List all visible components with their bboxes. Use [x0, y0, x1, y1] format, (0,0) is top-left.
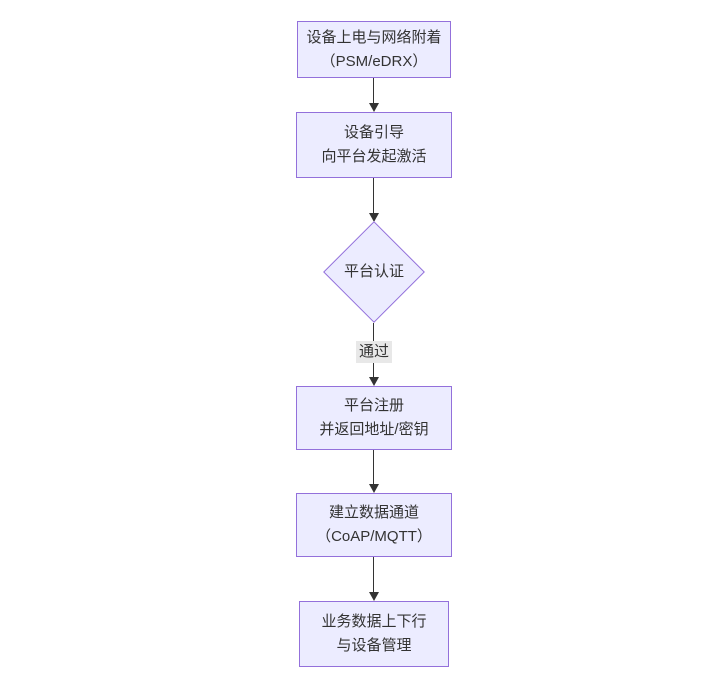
flow-node-device-bootstrap: 设备引导 向平台发起激活: [296, 112, 452, 178]
flow-node-device-power-attach: 设备上电与网络附着 （PSM/eDRX）: [297, 21, 451, 78]
arrowhead-icon: [369, 103, 379, 112]
node-label-line: （CoAP/MQTT）: [316, 528, 432, 545]
node-label-line: 向平台发起激活: [321, 148, 427, 165]
edge-line-1: [373, 78, 374, 104]
arrowhead-icon: [369, 377, 379, 386]
node-label-line: 业务数据上下行: [321, 613, 427, 630]
edge-line-4: [373, 450, 374, 485]
arrowhead-icon: [369, 592, 379, 601]
node-label-line: 设备上电与网络附着: [306, 28, 442, 46]
node-label-line: 与设备管理: [336, 637, 412, 654]
arrowhead-icon: [369, 484, 379, 493]
node-label-line: 设备引导: [343, 124, 404, 141]
flow-node-platform-register: 平台注册 并返回地址/密钥: [296, 386, 452, 450]
flow-node-data-channel: 建立数据通道 （CoAP/MQTT）: [296, 493, 452, 557]
node-label-line: 平台注册: [343, 397, 404, 414]
edge-line-5: [373, 557, 374, 593]
node-label-line: 建立数据通道: [328, 504, 419, 521]
arrowhead-icon: [369, 213, 379, 222]
flow-node-business-data: 业务数据上下行 与设备管理: [299, 601, 449, 667]
node-label-line: （PSM/eDRX）: [320, 52, 428, 70]
edge-line-2: [373, 178, 374, 214]
decision-platform-auth-label: 平台认证: [343, 263, 404, 280]
edge-label-pass: 通过: [355, 341, 393, 363]
node-label-line: 并返回地址/密钥: [319, 421, 429, 438]
